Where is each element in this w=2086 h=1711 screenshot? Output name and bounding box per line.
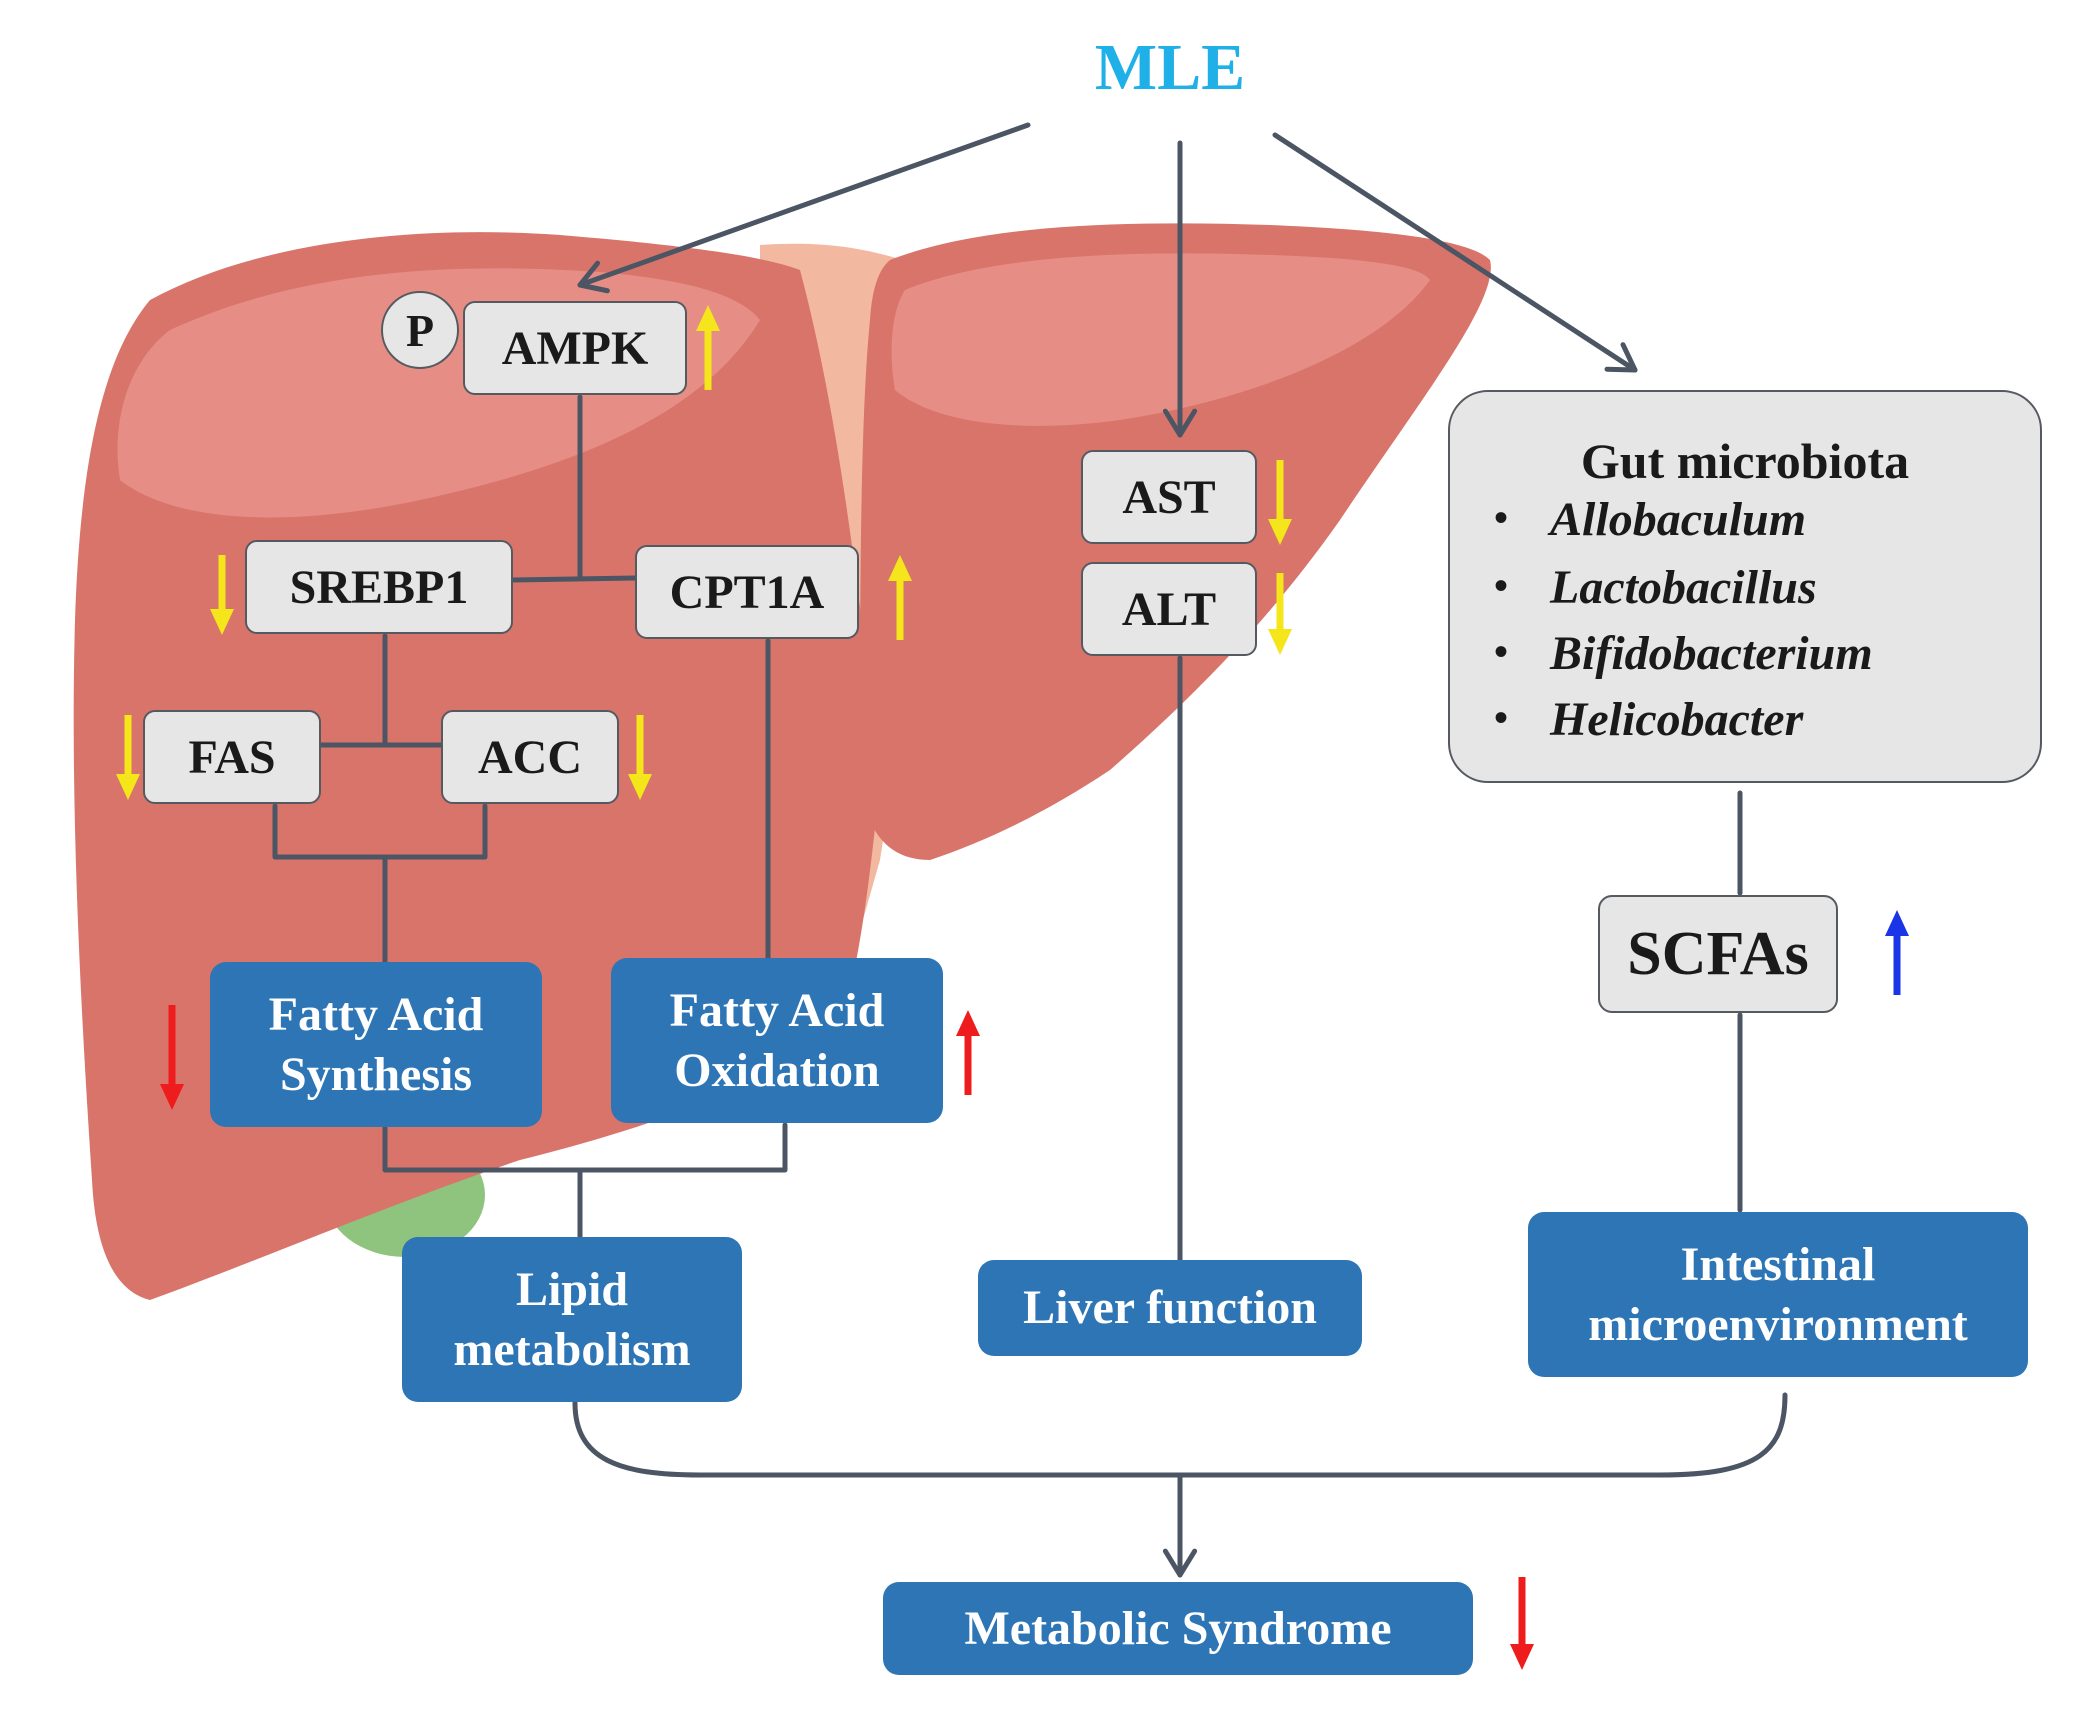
cpt1a-node: CPT1A bbox=[635, 545, 859, 639]
gut-item-bifidobacterium: Bifidobacterium bbox=[1550, 627, 1873, 680]
gut-item-lactobacillus: Lactobacillus bbox=[1550, 561, 1817, 614]
fatty-acid-oxidation-up-arrow bbox=[956, 1010, 980, 1095]
intestinal-microenvironment-box: Intestinal microenvironment bbox=[1528, 1212, 2028, 1377]
metabolic-syndrome-down-arrow bbox=[1510, 1577, 1534, 1670]
fas-acc-bracket-line bbox=[272, 803, 488, 860]
liver-function-box: Liver function bbox=[978, 1260, 1362, 1356]
synth-ox-bracket-line bbox=[382, 1122, 788, 1173]
gut-item-helicobacter: Helicobacter bbox=[1550, 693, 1804, 746]
ampk-up-arrow bbox=[696, 305, 720, 390]
acc-down-arrow bbox=[628, 715, 652, 800]
fatty-acid-synthesis-down-arrow bbox=[160, 1005, 184, 1110]
fatty-acid-synthesis-box: Fatty Acid Synthesis bbox=[210, 962, 542, 1127]
mle-to-ampk-arrowhead bbox=[577, 260, 610, 294]
connector-lines bbox=[272, 122, 1788, 1578]
to-metabolic-arrowhead bbox=[1162, 1548, 1198, 1578]
srebp1-node: SREBP1 bbox=[245, 540, 513, 634]
gut-item-allobaculum: Allobaculum bbox=[1550, 493, 1807, 546]
srebp1-cpt1a-line bbox=[510, 575, 638, 583]
fatty-acid-oxidation-box: Fatty Acid Oxidation bbox=[611, 958, 943, 1123]
gut-microbiota-panel: Gut microbiota • Allobaculum • Lactobacillu… bbox=[1448, 390, 2042, 783]
gut-bullet: • bbox=[1494, 695, 1509, 740]
mle-to-gut-line bbox=[1272, 132, 1638, 373]
gut-microbiota-title: Gut microbiota bbox=[1580, 433, 1910, 489]
ampk-node: AMPK bbox=[463, 301, 687, 395]
acc-node: ACC bbox=[441, 710, 619, 804]
fas-node: FAS bbox=[143, 710, 321, 804]
fas-down-arrow bbox=[116, 715, 140, 800]
mle-to-ast-arrowhead bbox=[1162, 408, 1198, 438]
mle-to-ampk-line bbox=[577, 122, 1031, 288]
srebp1-down-arrow bbox=[210, 555, 234, 635]
ast-node: AST bbox=[1081, 450, 1257, 544]
phosphorylation-marker: P bbox=[381, 291, 459, 369]
metabolic-syndrome-box: Metabolic Syndrome bbox=[883, 1582, 1473, 1675]
mle-title: MLE bbox=[1094, 30, 1246, 104]
gut-bullet: • bbox=[1494, 495, 1509, 540]
left-lobe-highlight bbox=[891, 253, 1430, 426]
scfas-node: SCFAs bbox=[1598, 895, 1838, 1013]
cpt1a-up-arrow bbox=[888, 555, 912, 640]
mle-to-gut-arrowhead bbox=[1604, 342, 1638, 373]
gut-bullet: • bbox=[1494, 563, 1509, 608]
alt-down-arrow bbox=[1268, 573, 1292, 655]
lipid-metabolism-box: Lipid metabolism bbox=[402, 1237, 742, 1402]
gut-bullet: • bbox=[1494, 629, 1509, 674]
ast-down-arrow bbox=[1268, 460, 1292, 545]
scfas-up-arrow bbox=[1885, 910, 1909, 995]
alt-node: ALT bbox=[1081, 562, 1257, 656]
merge-curve-line bbox=[572, 1392, 1788, 1478]
